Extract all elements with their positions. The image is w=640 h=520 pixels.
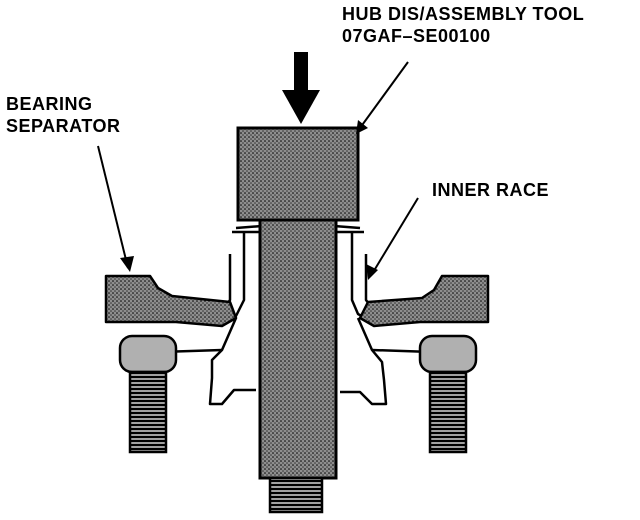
bearing-separator-label-line2: SEPARATOR — [6, 116, 121, 136]
tool-tip — [268, 476, 324, 514]
down-arrow-icon — [282, 52, 320, 124]
tool-shaft — [258, 218, 338, 480]
leader-arrowheads — [120, 120, 378, 280]
tool-head — [236, 126, 360, 222]
hub-bolt-left — [118, 334, 178, 454]
hub-bolt-right — [418, 334, 478, 454]
bearing-separator-right — [358, 274, 490, 328]
bearing-separator-label-line1: BEARING — [6, 94, 93, 114]
tool-part-number-label: 07GAF–SE00100 — [342, 26, 491, 46]
leader-lines — [97, 61, 419, 275]
hub-outline — [159, 224, 433, 406]
tool-name-label: HUB DIS/ASSEMBLY TOOL — [342, 4, 585, 24]
bearing-separator-left — [104, 274, 238, 328]
inner-race-label: INNER RACE — [432, 180, 550, 200]
